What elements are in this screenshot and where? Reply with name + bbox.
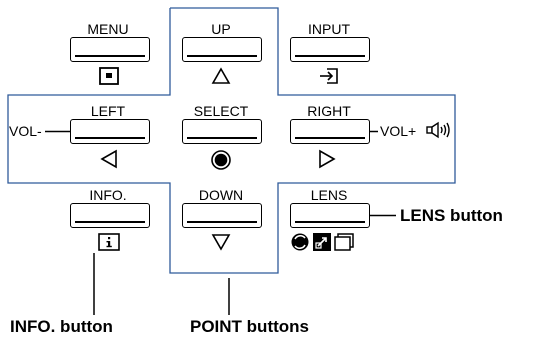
point-buttons-callout: POINT buttons (190, 317, 309, 336)
info-button-callout: INFO. button (10, 317, 113, 336)
info-i-icon (98, 233, 120, 251)
input-arrow-icon (320, 68, 338, 84)
down-button[interactable] (182, 203, 262, 228)
menu-square-icon (99, 67, 119, 85)
shift-rect-icon (334, 233, 354, 251)
zoom-square-icon (313, 233, 331, 251)
input-button[interactable] (290, 37, 370, 62)
info-label: INFO. (89, 187, 127, 203)
select-label: SELECT (193, 103, 249, 119)
lens-label: LENS (310, 187, 348, 203)
filled-circle-icon (211, 150, 231, 170)
focus-circle-icon (291, 233, 309, 251)
up-button[interactable] (182, 37, 262, 62)
right-label: RIGHT (307, 103, 351, 119)
point-callout-line (228, 278, 230, 315)
left-label: LEFT (90, 103, 126, 119)
vol-minus-label: VOL- (9, 123, 42, 139)
right-button[interactable] (290, 119, 370, 144)
triangle-down-icon (211, 234, 231, 251)
speaker-icon (426, 121, 450, 139)
triangle-right-icon (319, 149, 336, 169)
menu-label: MENU (87, 21, 129, 37)
vol-minus-connector (45, 130, 71, 133)
select-button[interactable] (182, 119, 262, 144)
down-label: DOWN (198, 187, 244, 203)
lens-callout-line (370, 214, 396, 217)
left-button[interactable] (70, 119, 150, 144)
triangle-left-icon (100, 149, 117, 169)
up-label: UP (211, 21, 231, 37)
menu-button[interactable] (70, 37, 150, 62)
point-area-border (7, 7, 456, 274)
triangle-up-icon (211, 67, 231, 84)
info-button[interactable] (70, 203, 150, 228)
vol-plus-connector (370, 130, 378, 133)
lens-button-callout: LENS button (400, 206, 503, 225)
vol-plus-label: VOL+ (380, 123, 417, 139)
info-callout-line (93, 253, 95, 315)
input-label: INPUT (308, 21, 350, 37)
lens-button[interactable] (290, 203, 370, 228)
